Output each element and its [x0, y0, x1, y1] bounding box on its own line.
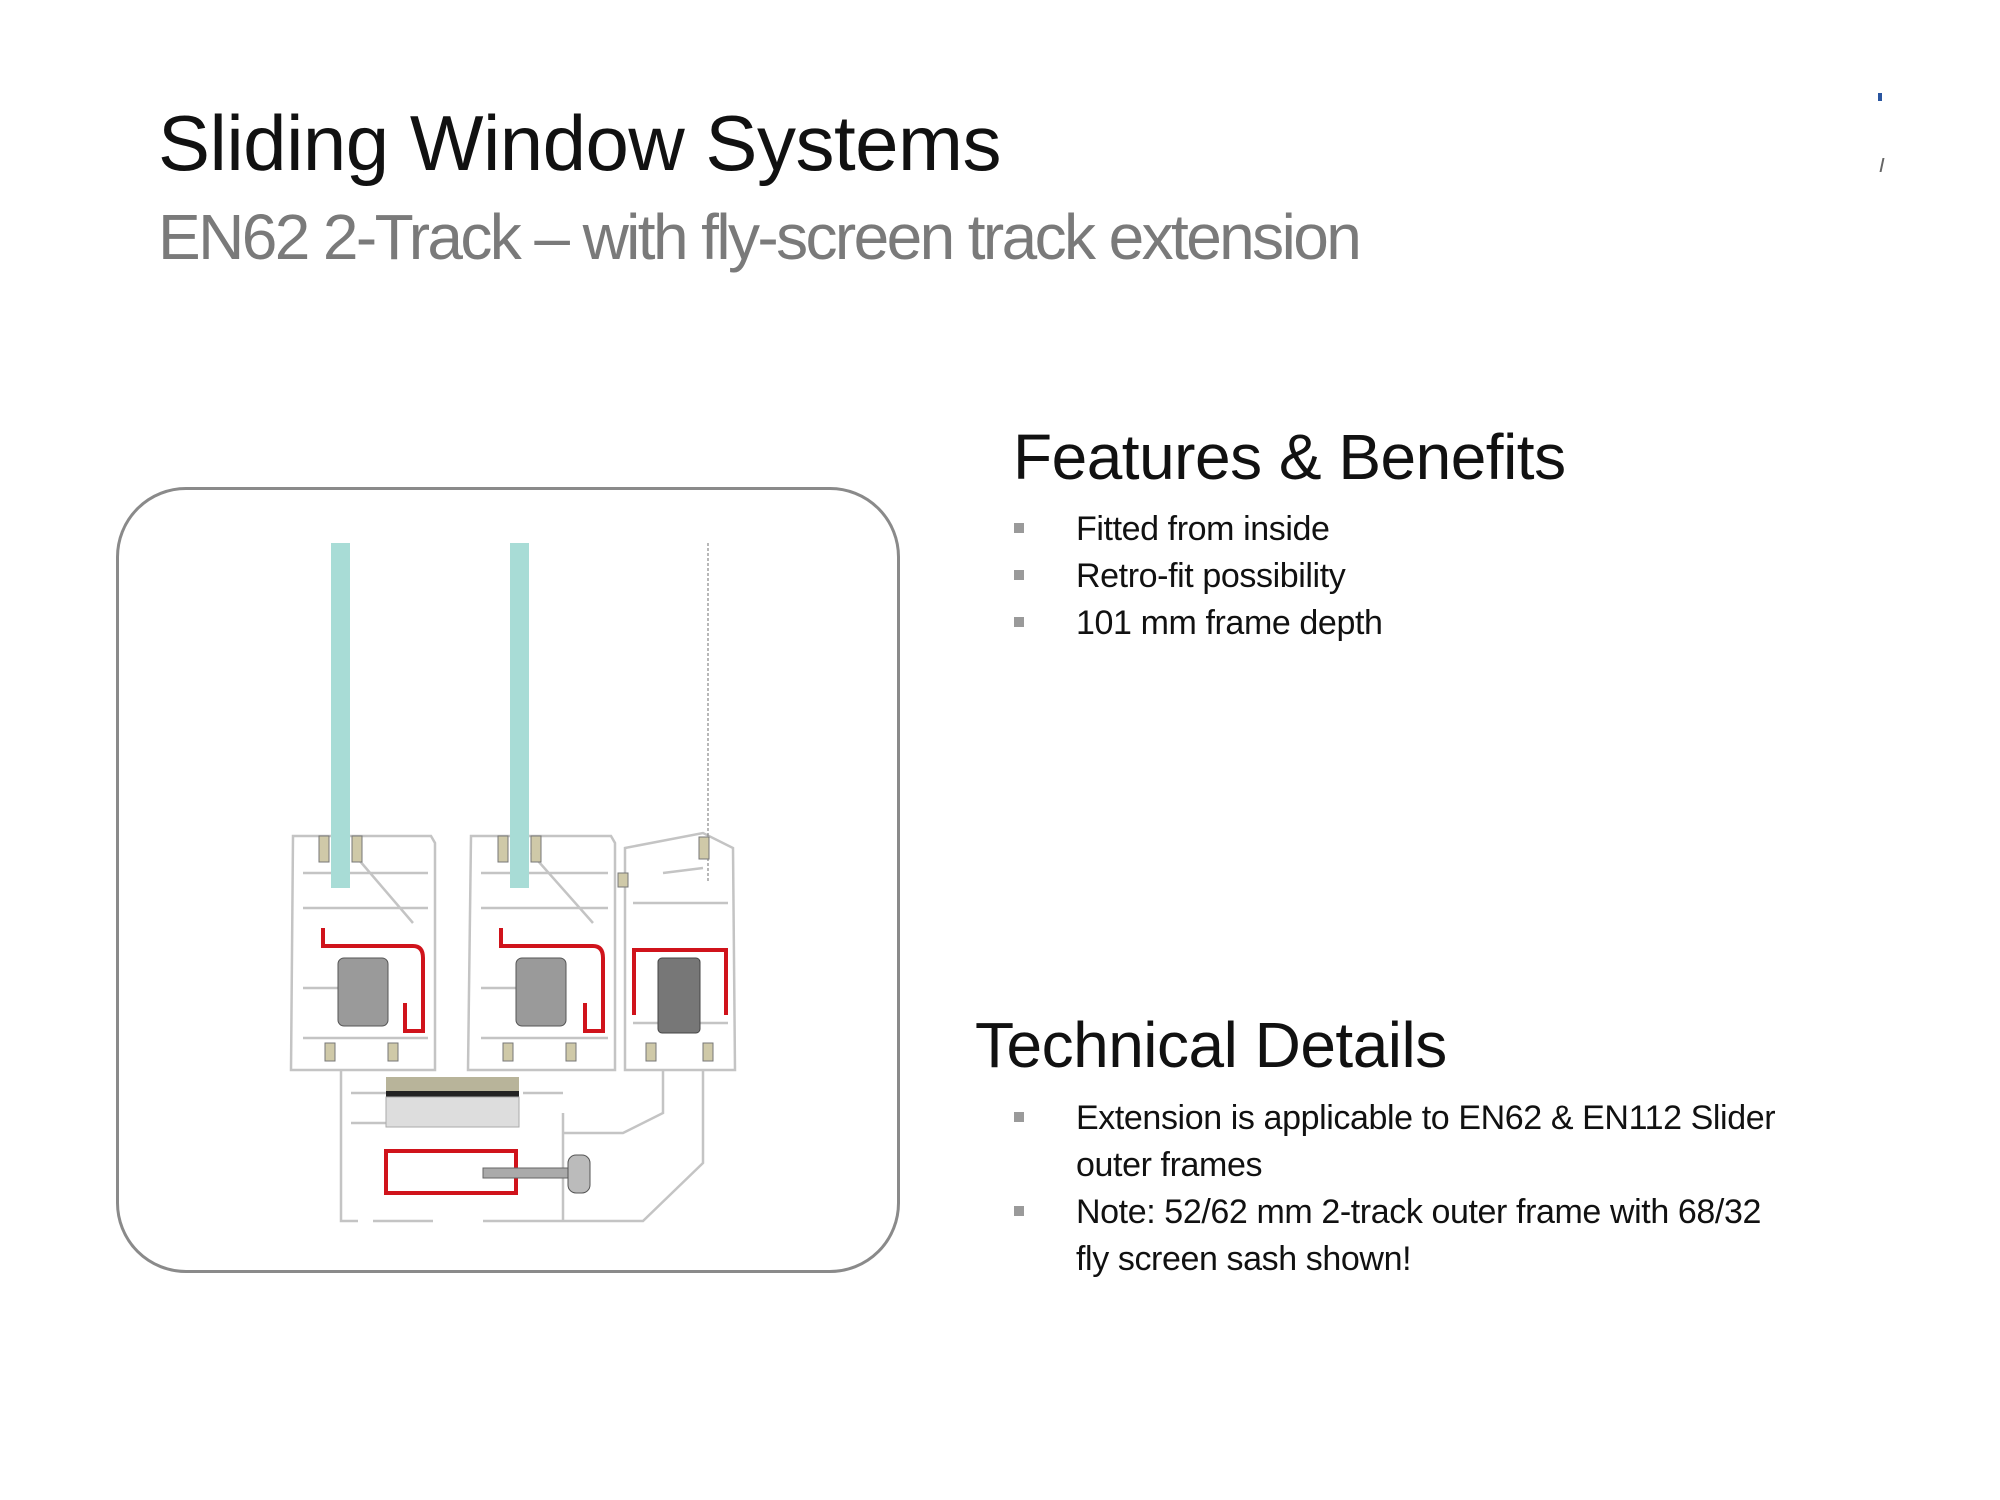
page-title: Sliding Window Systems	[158, 99, 1001, 187]
list-item: Retro-fit possibility	[1014, 553, 1383, 600]
sliding-window-cross-section	[289, 543, 737, 1223]
features-list: Fitted from inside Retro-fit possibility…	[1014, 506, 1383, 647]
steel-reinforcement	[321, 928, 425, 1033]
roller-icon	[657, 957, 701, 1034]
corner-mark-icon	[1878, 93, 1882, 101]
glass-pane-middle	[510, 543, 529, 888]
list-item: Extension is applicable to EN62 & EN112 …	[1014, 1095, 1776, 1189]
outer-frame-profile	[339, 1070, 705, 1223]
roller-icon	[337, 957, 389, 1027]
features-heading: Features & Benefits	[1013, 421, 1566, 493]
sash-profile-left	[289, 834, 437, 1072]
steel-reinforcement	[632, 948, 728, 1015]
roller-icon	[515, 957, 567, 1027]
window-section-diagram	[116, 487, 900, 1273]
technical-heading: Technical Details	[975, 1009, 1447, 1081]
page-subtitle: EN62 2-Track – with fly-screen track ext…	[158, 201, 1362, 273]
glass-pane-left	[331, 543, 350, 888]
list-item: 101 mm frame depth	[1014, 600, 1383, 647]
bullet-icon	[1014, 570, 1024, 580]
sash-profile-middle	[466, 834, 617, 1072]
bullet-icon	[1014, 523, 1024, 533]
steel-reinforcement	[499, 928, 605, 1033]
brush-seal	[386, 1077, 519, 1091]
list-item: Note: 52/62 mm 2-track outer frame with …	[1014, 1189, 1775, 1283]
bullet-icon	[1014, 1112, 1024, 1122]
fixing-screw-icon	[482, 1154, 591, 1194]
technical-list: Extension is applicable to EN62 & EN112 …	[1014, 1095, 1776, 1283]
list-item: Fitted from inside	[1014, 506, 1383, 553]
bullet-icon	[1014, 617, 1024, 627]
bullet-icon	[1014, 1206, 1024, 1216]
corner-mark-icon	[1879, 158, 1885, 172]
flyscreen-sash-profile	[623, 831, 737, 1072]
